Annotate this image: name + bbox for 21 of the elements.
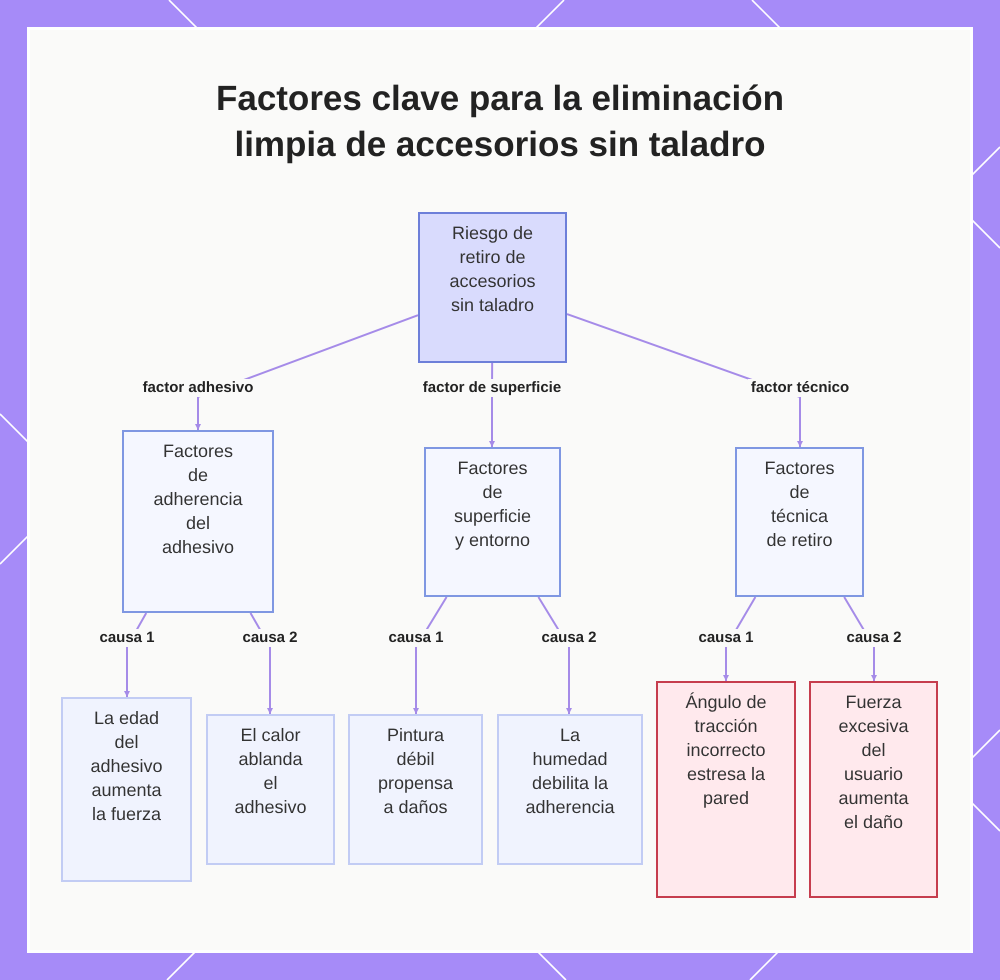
cause-box [206, 714, 335, 865]
node-text: Factores de superficie y entorno [452, 457, 532, 552]
node-text: Riesgo de retiro de accesorios sin taladro [448, 222, 537, 317]
node-text: Fuerza excesiva del usuario aumenta el daño [837, 691, 910, 834]
node-text: Ángulo de tracción incorrecto estresa la pared [684, 691, 768, 810]
cause-box [497, 714, 643, 865]
node-text: La edad del adhesivo aumenta la fuerza [89, 707, 164, 826]
node-text: El calor ablanda el adhesivo [233, 724, 308, 819]
highlighted-cause-box [656, 681, 796, 898]
node-text: Factores de adherencia del adhesivo [152, 440, 244, 559]
node-text: La humedad debilita la adherencia [524, 724, 616, 819]
highlighted-cause-box [809, 681, 938, 898]
cause-box [348, 714, 483, 865]
topic-box [418, 212, 567, 363]
category-box [122, 430, 274, 613]
node-text: Factores de técnica de retiro [763, 457, 836, 552]
node-text: Pintura débil propensa a daños [376, 724, 454, 819]
cause-box [61, 697, 192, 882]
title: Factores clave para la eliminación limpia de accesorios sin taladro [214, 78, 786, 166]
category-box [424, 447, 561, 597]
category-box [735, 447, 864, 597]
